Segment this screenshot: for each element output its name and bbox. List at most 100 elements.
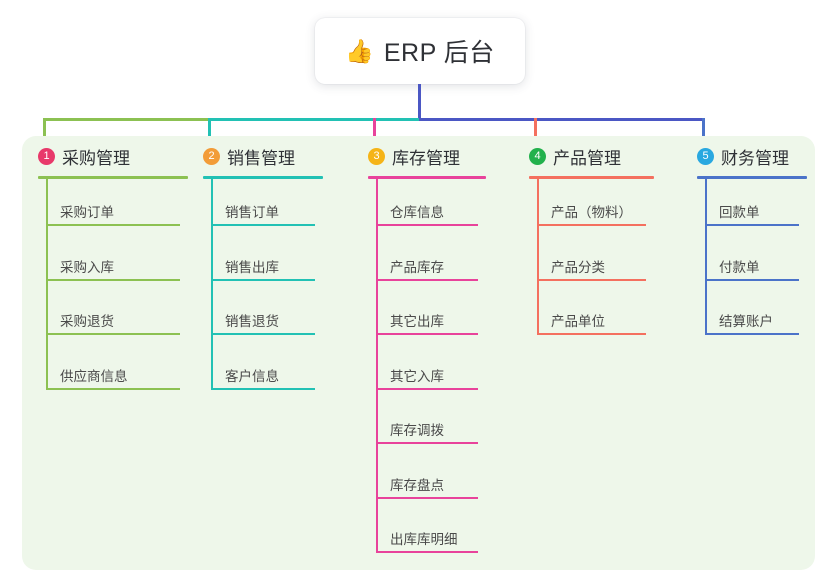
branch-column-2: 2 销售管理销售订单销售出库销售退货客户信息 [203,136,323,570]
leaf-node[interactable]: 采购订单 [46,196,180,226]
leaf-node[interactable]: 销售退货 [211,305,315,335]
leaf-node[interactable]: 采购入库 [46,251,180,281]
leaf-node[interactable]: 产品（物料） [537,196,646,226]
branch-title-2: 销售管理 [227,149,295,168]
leaf-node-label: 库存调拨 [390,423,444,438]
leaf-node-underline [211,224,315,226]
branch-underline-1 [38,176,188,179]
leaf-node-underline [376,551,478,553]
leaf-node[interactable]: 销售出库 [211,251,315,281]
leaf-node-label: 回款单 [719,205,760,220]
leaf-node-underline [46,224,180,226]
leaf-node[interactable]: 产品库存 [376,251,478,281]
leaf-node[interactable]: 结算账户 [705,305,799,335]
leaf-node-label: 产品分类 [551,259,605,275]
leaf-node-underline [376,333,478,335]
leaf-node-label: 采购退货 [60,314,114,329]
branch-title-4: 产品管理 [553,149,621,168]
leaf-node-label: 客户信息 [225,368,279,384]
branch-header-3[interactable]: 3 库存管理 [368,144,460,169]
connector-bus-segment-1 [44,118,209,121]
leaf-node[interactable]: 采购退货 [46,305,180,335]
branch-spine-4 [537,179,539,335]
branch-badge-2: 2 [203,148,220,165]
branch-header-4[interactable]: 4 产品管理 [529,144,621,169]
leaf-node-label: 销售出库 [225,259,279,275]
leaf-node-underline [211,333,315,335]
leaf-node-underline [376,278,478,281]
leaf-node[interactable]: 其它入库 [376,360,478,390]
leaf-node-underline [211,278,315,281]
branch-spine-1 [46,179,48,390]
branches-panel: 1 采购管理采购订单采购入库采购退货供应商信息 2 销售管理销售订单销售出库销售退货客… [22,136,815,570]
connector-bus-segment-2 [209,118,419,121]
branch-spine-2 [211,179,213,390]
leaf-node[interactable]: 库存调拨 [376,414,478,444]
leaf-node-underline [537,278,646,281]
leaf-node-underline [705,278,799,281]
leaf-node[interactable]: 回款单 [705,196,799,226]
leaf-node[interactable]: 供应商信息 [46,360,180,390]
leaf-node-label: 出库库明细 [390,532,458,547]
leaf-node[interactable]: 库存盘点 [376,469,478,499]
leaf-node-underline [46,278,180,281]
leaf-node-label: 库存盘点 [390,477,444,493]
branch-header-5[interactable]: 5 财务管理 [697,144,789,169]
branch-badge-1: 1 [38,148,55,165]
branch-underline-5 [697,176,807,179]
branch-header-1[interactable]: 1 采购管理 [38,144,130,169]
branch-badge-5: 5 [697,148,714,165]
leaf-node-label: 产品（物料） [551,205,632,220]
branch-header-2[interactable]: 2 销售管理 [203,144,295,169]
leaf-node[interactable]: 付款单 [705,251,799,281]
leaf-node-underline [376,496,478,499]
leaf-node-label: 结算账户 [719,314,773,329]
branch-title-1: 采购管理 [62,149,130,168]
leaf-node-underline [376,442,478,444]
leaf-node-label: 采购入库 [60,259,114,275]
branch-spine-5 [705,179,707,335]
leaf-node-underline [376,224,478,226]
branch-column-4: 4 产品管理产品（物料） 产品分类产品单位 [529,136,654,570]
leaf-node-label: 其它入库 [390,368,444,384]
leaf-node-underline [537,333,646,335]
branch-badge-4: 4 [529,148,546,165]
leaf-node-label: 产品库存 [390,259,444,275]
leaf-node-underline [537,224,646,226]
branch-badge-3: 3 [368,148,385,165]
branch-column-1: 1 采购管理采购订单采购入库采购退货供应商信息 [38,136,188,570]
root-node-card[interactable]: 👍 ERP 后台 [315,18,525,84]
root-node-title: ERP 后台 [383,39,495,67]
leaf-node-underline [705,333,799,335]
leaf-node[interactable]: 出库库明细 [376,523,478,553]
leaf-node-label: 供应商信息 [60,368,128,384]
leaf-node-underline [376,387,478,390]
branch-underline-4 [529,176,654,179]
connector-bus-segment-3 [419,118,703,121]
branch-title-3: 库存管理 [392,149,460,168]
connector-drop-3 [372,118,376,146]
leaf-node-underline [46,333,180,335]
leaf-node-label: 仓库信息 [390,205,444,220]
leaf-node-label: 产品单位 [551,314,605,329]
leaf-node-label: 其它出库 [390,314,444,329]
leaf-node-underline [211,387,315,390]
branch-column-5: 5 财务管理回款单付款单结算账户 [697,136,807,570]
leaf-node-label: 采购订单 [60,205,114,220]
branch-underline-3 [368,176,486,179]
leaf-node-underline [46,387,180,390]
trunk-line [417,84,421,121]
thumbs-up-icon: 👍 [345,37,374,64]
leaf-node-underline [705,224,799,226]
leaf-node[interactable]: 仓库信息 [376,196,478,226]
leaf-node[interactable]: 产品单位 [537,305,646,335]
leaf-node[interactable]: 客户信息 [211,360,315,390]
branch-title-5: 财务管理 [721,149,789,168]
leaf-node[interactable]: 产品分类 [537,251,646,281]
branch-column-3: 3 库存管理仓库信息产品库存其它出库其它入库库存调拨库存盘点出库库明细 [368,136,486,570]
leaf-node[interactable]: 销售订单 [211,196,315,226]
branch-spine-3 [376,179,378,553]
leaf-node[interactable]: 其它出库 [376,305,478,335]
leaf-node-label: 付款单 [719,259,760,275]
